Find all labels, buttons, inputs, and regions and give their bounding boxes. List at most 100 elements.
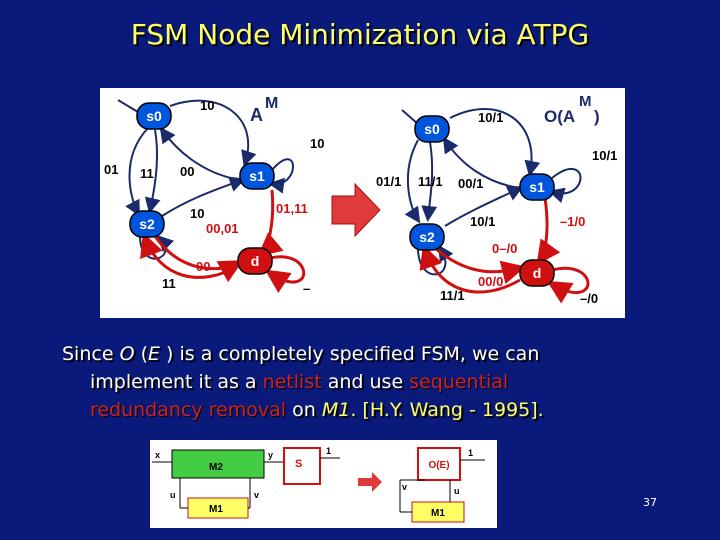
s-block <box>283 447 321 485</box>
x-label: x <box>155 450 160 460</box>
edge-label: 01/1 <box>376 174 401 189</box>
circuit-diagram: M2 S M1 x y u v 1 O(E) 1 M1 v u <box>152 446 485 523</box>
edge-label: – <box>303 281 310 296</box>
state-s2 <box>409 223 445 251</box>
u-label: u <box>454 486 460 496</box>
edge-label: 00/1 <box>458 176 483 191</box>
edge-d-s2 <box>419 244 521 294</box>
edge-s1-d <box>257 189 284 257</box>
edge-s0-s1-top <box>449 108 541 177</box>
state-s0 <box>136 102 172 130</box>
transform-arrow <box>331 182 381 238</box>
m1b-label: M1 <box>431 508 445 519</box>
edge-label: 10 <box>200 98 214 113</box>
edge-label: 00,01 <box>206 221 239 236</box>
state-d-label: d <box>533 265 542 281</box>
citation: . [H.Y. Wang - 1995]. <box>350 399 544 421</box>
edge-label: 10/1 <box>470 214 495 229</box>
edge-label: 11 <box>162 276 176 291</box>
m2-label: M2 <box>209 462 223 473</box>
highlight-sequential: sequential <box>409 371 509 393</box>
body-line-3: redundancy removal on M1. [H.Y. Wang - 1… <box>62 396 682 424</box>
text-span: ( <box>134 343 148 365</box>
edge-s0-s2-b <box>421 141 438 222</box>
fsm-left: s0 s1 s2 d 10 10 01 11 00 10 00,01 01,11… <box>104 95 324 296</box>
fsm-diagram: s0 s1 s2 d 10 10 01 11 00 10 00,01 01,11… <box>104 93 617 306</box>
fsm-left-name-sup: M <box>265 95 278 112</box>
fsm-diagram-panel: s0 s1 s2 d 10 10 01 11 00 10 00,01 01,11… <box>100 88 625 318</box>
edge-s2-d <box>153 235 244 283</box>
state-s1-label: s1 <box>529 179 545 195</box>
edge-label: 01 <box>104 162 118 177</box>
text-span: and use <box>321 371 410 393</box>
edge-label: 00/0 <box>478 274 503 289</box>
edge-s1-self <box>268 158 294 194</box>
edge-s2-d <box>434 246 526 285</box>
edge-label: 00 <box>180 164 194 179</box>
state-s1 <box>239 162 275 190</box>
s-label: S <box>295 458 302 470</box>
text-span: implement it as a <box>90 371 263 393</box>
fsm-right: s0 s1 s2 d 10/1 10/1 01/1 11/1 00/1 10/1… <box>376 93 617 306</box>
edge-s0-s2-a <box>404 139 421 224</box>
edge-label: 10/1 <box>592 148 617 163</box>
edge-label: 10 <box>190 206 204 221</box>
edge-d-self <box>265 255 306 293</box>
edge-label: 11/1 <box>418 174 443 189</box>
edge-label: 11/1 <box>440 288 465 303</box>
state-s2-label: s2 <box>139 216 155 232</box>
edge-label: 10/1 <box>478 110 503 125</box>
oe-label: O(E) <box>428 460 449 471</box>
m2-block <box>171 449 265 479</box>
body-paragraph: Since O (E ) is a completely specified F… <box>62 340 682 424</box>
edge-label: 11 <box>140 166 154 181</box>
state-s1 <box>519 173 555 201</box>
page-number: 37 <box>643 496 657 509</box>
edge-label: –/0 <box>580 291 598 306</box>
edge-s0-s2-a <box>125 127 149 217</box>
body-line-2: implement it as a netlist and use sequen… <box>62 368 682 396</box>
y-label: y <box>268 450 273 460</box>
edge-s0-s1-top <box>169 99 257 167</box>
text-span: ) is a completely specified FSM, we can <box>160 343 540 365</box>
body-line-1: Since O (E ) is a completely specified F… <box>62 340 682 368</box>
text-span: E <box>147 343 160 365</box>
edge-s1-self <box>548 168 582 204</box>
u-label: u <box>170 490 176 500</box>
v-label: v <box>254 490 259 500</box>
text-span: Since <box>62 343 120 365</box>
highlight-redundancy-removal: redundancy removal <box>90 399 287 421</box>
state-s0 <box>414 115 450 143</box>
state-d <box>519 259 555 287</box>
fsm-right-name: O(A <box>544 107 575 126</box>
output-1-label: 1 <box>468 448 473 458</box>
state-d <box>237 247 273 275</box>
small-transform-arrow <box>358 472 382 492</box>
edge-s0-s2-b <box>144 129 161 214</box>
state-s2 <box>129 210 165 238</box>
oe-block <box>417 447 461 481</box>
edge-s1-d <box>536 197 561 265</box>
initial-state-arrow <box>401 109 419 125</box>
state-s1-label: s1 <box>249 168 265 184</box>
slide-title: FSM Node Minimization via ATPG <box>130 18 590 51</box>
state-d-label: d <box>251 253 260 269</box>
text-span: O <box>119 343 135 365</box>
edge-label: 0–/0 <box>492 241 517 256</box>
highlight-netlist: netlist <box>262 371 322 393</box>
fsm-right-name-sup: M <box>579 93 592 110</box>
state-s0-label: s0 <box>424 121 440 137</box>
edge-s2-s1 <box>444 186 524 227</box>
edge-label: 10 <box>310 136 324 151</box>
circuit-diagram-panel: M2 S M1 x y u v 1 O(E) 1 M1 v u <box>150 440 497 528</box>
text-span: on <box>286 399 322 421</box>
text-span: M1 <box>321 399 351 421</box>
edge-s2-s1 <box>161 176 246 217</box>
state-s0-label: s0 <box>146 108 162 124</box>
edge-d-self <box>546 266 590 304</box>
output-1-label: 1 <box>326 446 331 456</box>
v-label: v <box>402 482 407 492</box>
initial-state-arrow <box>117 99 139 113</box>
m1-label: M1 <box>209 504 223 515</box>
edge-s1-s0 <box>159 126 241 181</box>
